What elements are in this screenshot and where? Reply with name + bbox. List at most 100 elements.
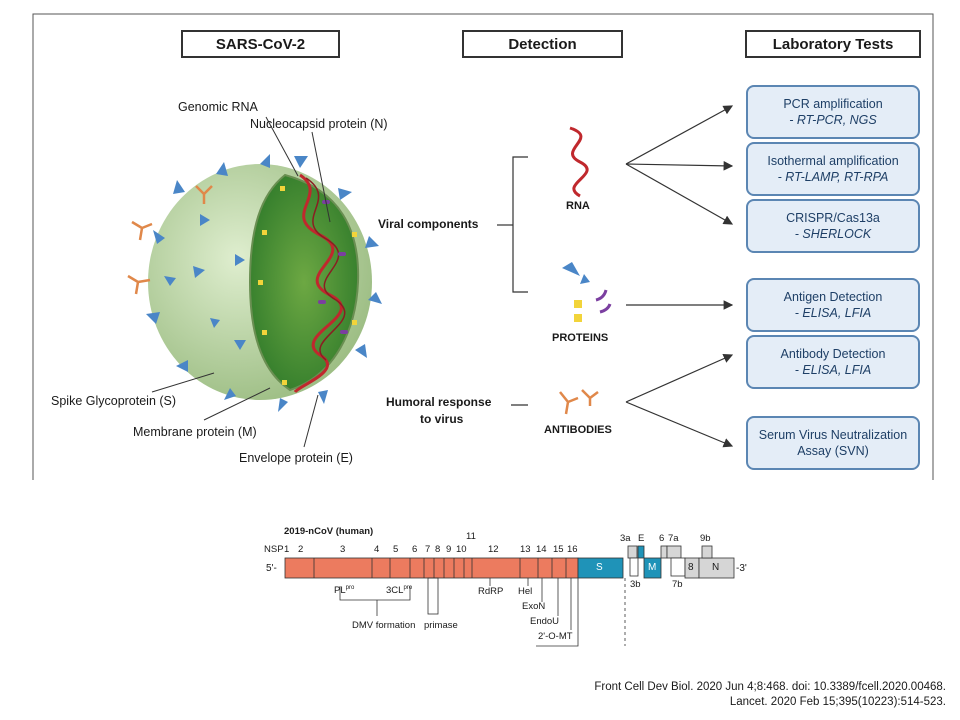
hel-label: Hel (518, 586, 533, 597)
citation-line-1: Front Cell Dev Biol. 2020 Jun 4;8:468. d… (594, 681, 946, 693)
endou-label: EndoU (530, 616, 560, 627)
genomic-rna-strand-2 (305, 177, 346, 361)
label-membrane-protein: Membrane protein (M) (133, 425, 257, 439)
dmv-formation-label: DMV formation (352, 620, 416, 631)
e-gene-bar (637, 545, 645, 559)
orf9b-bar (701, 545, 713, 559)
genome-five-prime: 5'- (266, 563, 277, 574)
nucleocapsid-proteins (318, 200, 348, 334)
plpro-label: PLpro (334, 585, 354, 596)
orf-label-3a: 3a (620, 533, 631, 544)
virus-leader-lines (151, 116, 331, 448)
genome-diagram (284, 545, 735, 647)
label-to-virus: to virus (420, 412, 464, 426)
test-name: Isothermal amplification (767, 154, 899, 168)
nsp-number: 15 (553, 544, 564, 555)
genome-connectors (339, 577, 626, 647)
nsp-number: 9 (446, 544, 452, 555)
header-sars-cov-2: SARS-CoV-2 (181, 30, 340, 58)
orf-label-9b: 9b (700, 533, 711, 544)
nsp-number: 5 (393, 544, 399, 555)
membrane-proteins (258, 186, 357, 385)
test-name: Serum Virus Neutralization (758, 428, 908, 442)
test-method: - SHERLOCK (794, 227, 872, 241)
3clpro-text: 3CL (386, 585, 404, 597)
orf6-bar (660, 545, 668, 559)
label-spike-glycoprotein: Spike Glycoprotein (S) (51, 394, 177, 408)
plpro-text: PL (334, 585, 346, 597)
orf-label-e: E (638, 533, 645, 544)
orf8-label: 8 (688, 562, 694, 573)
test-method: Assay (SVN) (797, 444, 869, 458)
label-envelope-protein: Envelope protein (E) (239, 451, 353, 465)
orf-label-6: 6 (659, 533, 665, 544)
rna-icon (569, 126, 589, 198)
genome-three-prime: -3' (736, 563, 747, 574)
test-box-pcr: PCR amplification - RT-PCR, NGS (746, 85, 920, 139)
orf7a-bar (666, 545, 682, 559)
label-genomic-rna: Genomic RNA (178, 100, 258, 114)
n-gene-label: N (712, 562, 720, 573)
test-name: PCR amplification (783, 97, 883, 111)
orf3b-bar (629, 557, 639, 577)
orf7b-bar (670, 557, 686, 577)
genome-nsp-label: NSP (264, 544, 284, 555)
nsp-number: 2 (298, 544, 304, 555)
detection-bracket (497, 156, 528, 406)
genome-title: 2019-nCoV (human) (284, 526, 374, 537)
2-o-mt-label: 2'-O-MT (538, 631, 573, 642)
nsp-number: 3 (340, 544, 346, 555)
orf3a-bar (627, 545, 638, 559)
rdrp-label: RdRP (478, 586, 504, 597)
nsp-number: 13 (520, 544, 531, 555)
3clpro-label: 3CLpro (386, 585, 412, 596)
m-gene-label: M (648, 562, 657, 573)
orf-label-7b: 7b (672, 579, 683, 590)
test-name: Antibody Detection (780, 347, 886, 361)
orf-label-7a: 7a (668, 533, 679, 544)
free-antibodies (127, 185, 213, 295)
spike-proteins (146, 154, 382, 412)
test-name: Antigen Detection (783, 290, 883, 304)
header-detection: Detection (462, 30, 623, 58)
n-gene-bar (698, 557, 735, 579)
test-box-svn: Serum Virus Neutralization Assay (SVN) (746, 416, 920, 470)
3clpro-sup: pro (403, 585, 413, 591)
panel-border (32, 13, 934, 480)
m-gene-bar (643, 557, 662, 579)
test-name: CRISPR/Cas13a (786, 211, 880, 225)
nsp-dividers (313, 558, 567, 578)
label-antibodies: ANTIBODIES (544, 424, 612, 436)
test-box-antigen: Antigen Detection - ELISA, LFIA (746, 278, 920, 332)
antibodies-icon (559, 389, 599, 415)
exon-label: ExoN (522, 601, 546, 612)
orf1ab-bar (284, 557, 579, 579)
test-box-isothermal: Isothermal amplification - RT-LAMP, RT-R… (746, 142, 920, 196)
nsp-number: 11 (466, 531, 476, 542)
nsp-number: 12 (488, 544, 499, 555)
test-box-crispr: CRISPR/Cas13a - SHERLOCK (746, 199, 920, 253)
nsp-number: 7 (425, 544, 431, 555)
orf-label-3b: 3b (630, 579, 641, 590)
virus-particle-illustration (146, 154, 382, 412)
header-laboratory-tests: Laboratory Tests (745, 30, 921, 58)
label-rna: RNA (566, 200, 590, 212)
label-nucleocapsid-protein: Nucleocapsid protein (N) (250, 117, 388, 131)
nsp-number: 16 (567, 544, 578, 555)
test-method: - ELISA, LFIA (794, 363, 872, 377)
s-gene-bar (577, 557, 624, 579)
test-method: - RT-LAMP, RT-RPA (777, 170, 889, 184)
nsp-number: 6 (412, 544, 418, 555)
test-method: - RT-PCR, NGS (789, 113, 877, 127)
test-method: - ELISA, LFIA (794, 306, 872, 320)
test-box-antibody: Antibody Detection - ELISA, LFIA (746, 335, 920, 389)
label-proteins: PROTEINS (552, 332, 609, 344)
plpro-sup: pro (345, 585, 355, 591)
citation-line-2: Lancet. 2020 Feb 15;395(10223):514-523. (729, 696, 946, 708)
nsp-number: 14 (536, 544, 547, 555)
nsp-number: 10 (456, 544, 467, 555)
nsp-number: 1 (284, 544, 290, 555)
virus-cross-section (248, 173, 360, 392)
s-gene-label: S (596, 562, 603, 573)
